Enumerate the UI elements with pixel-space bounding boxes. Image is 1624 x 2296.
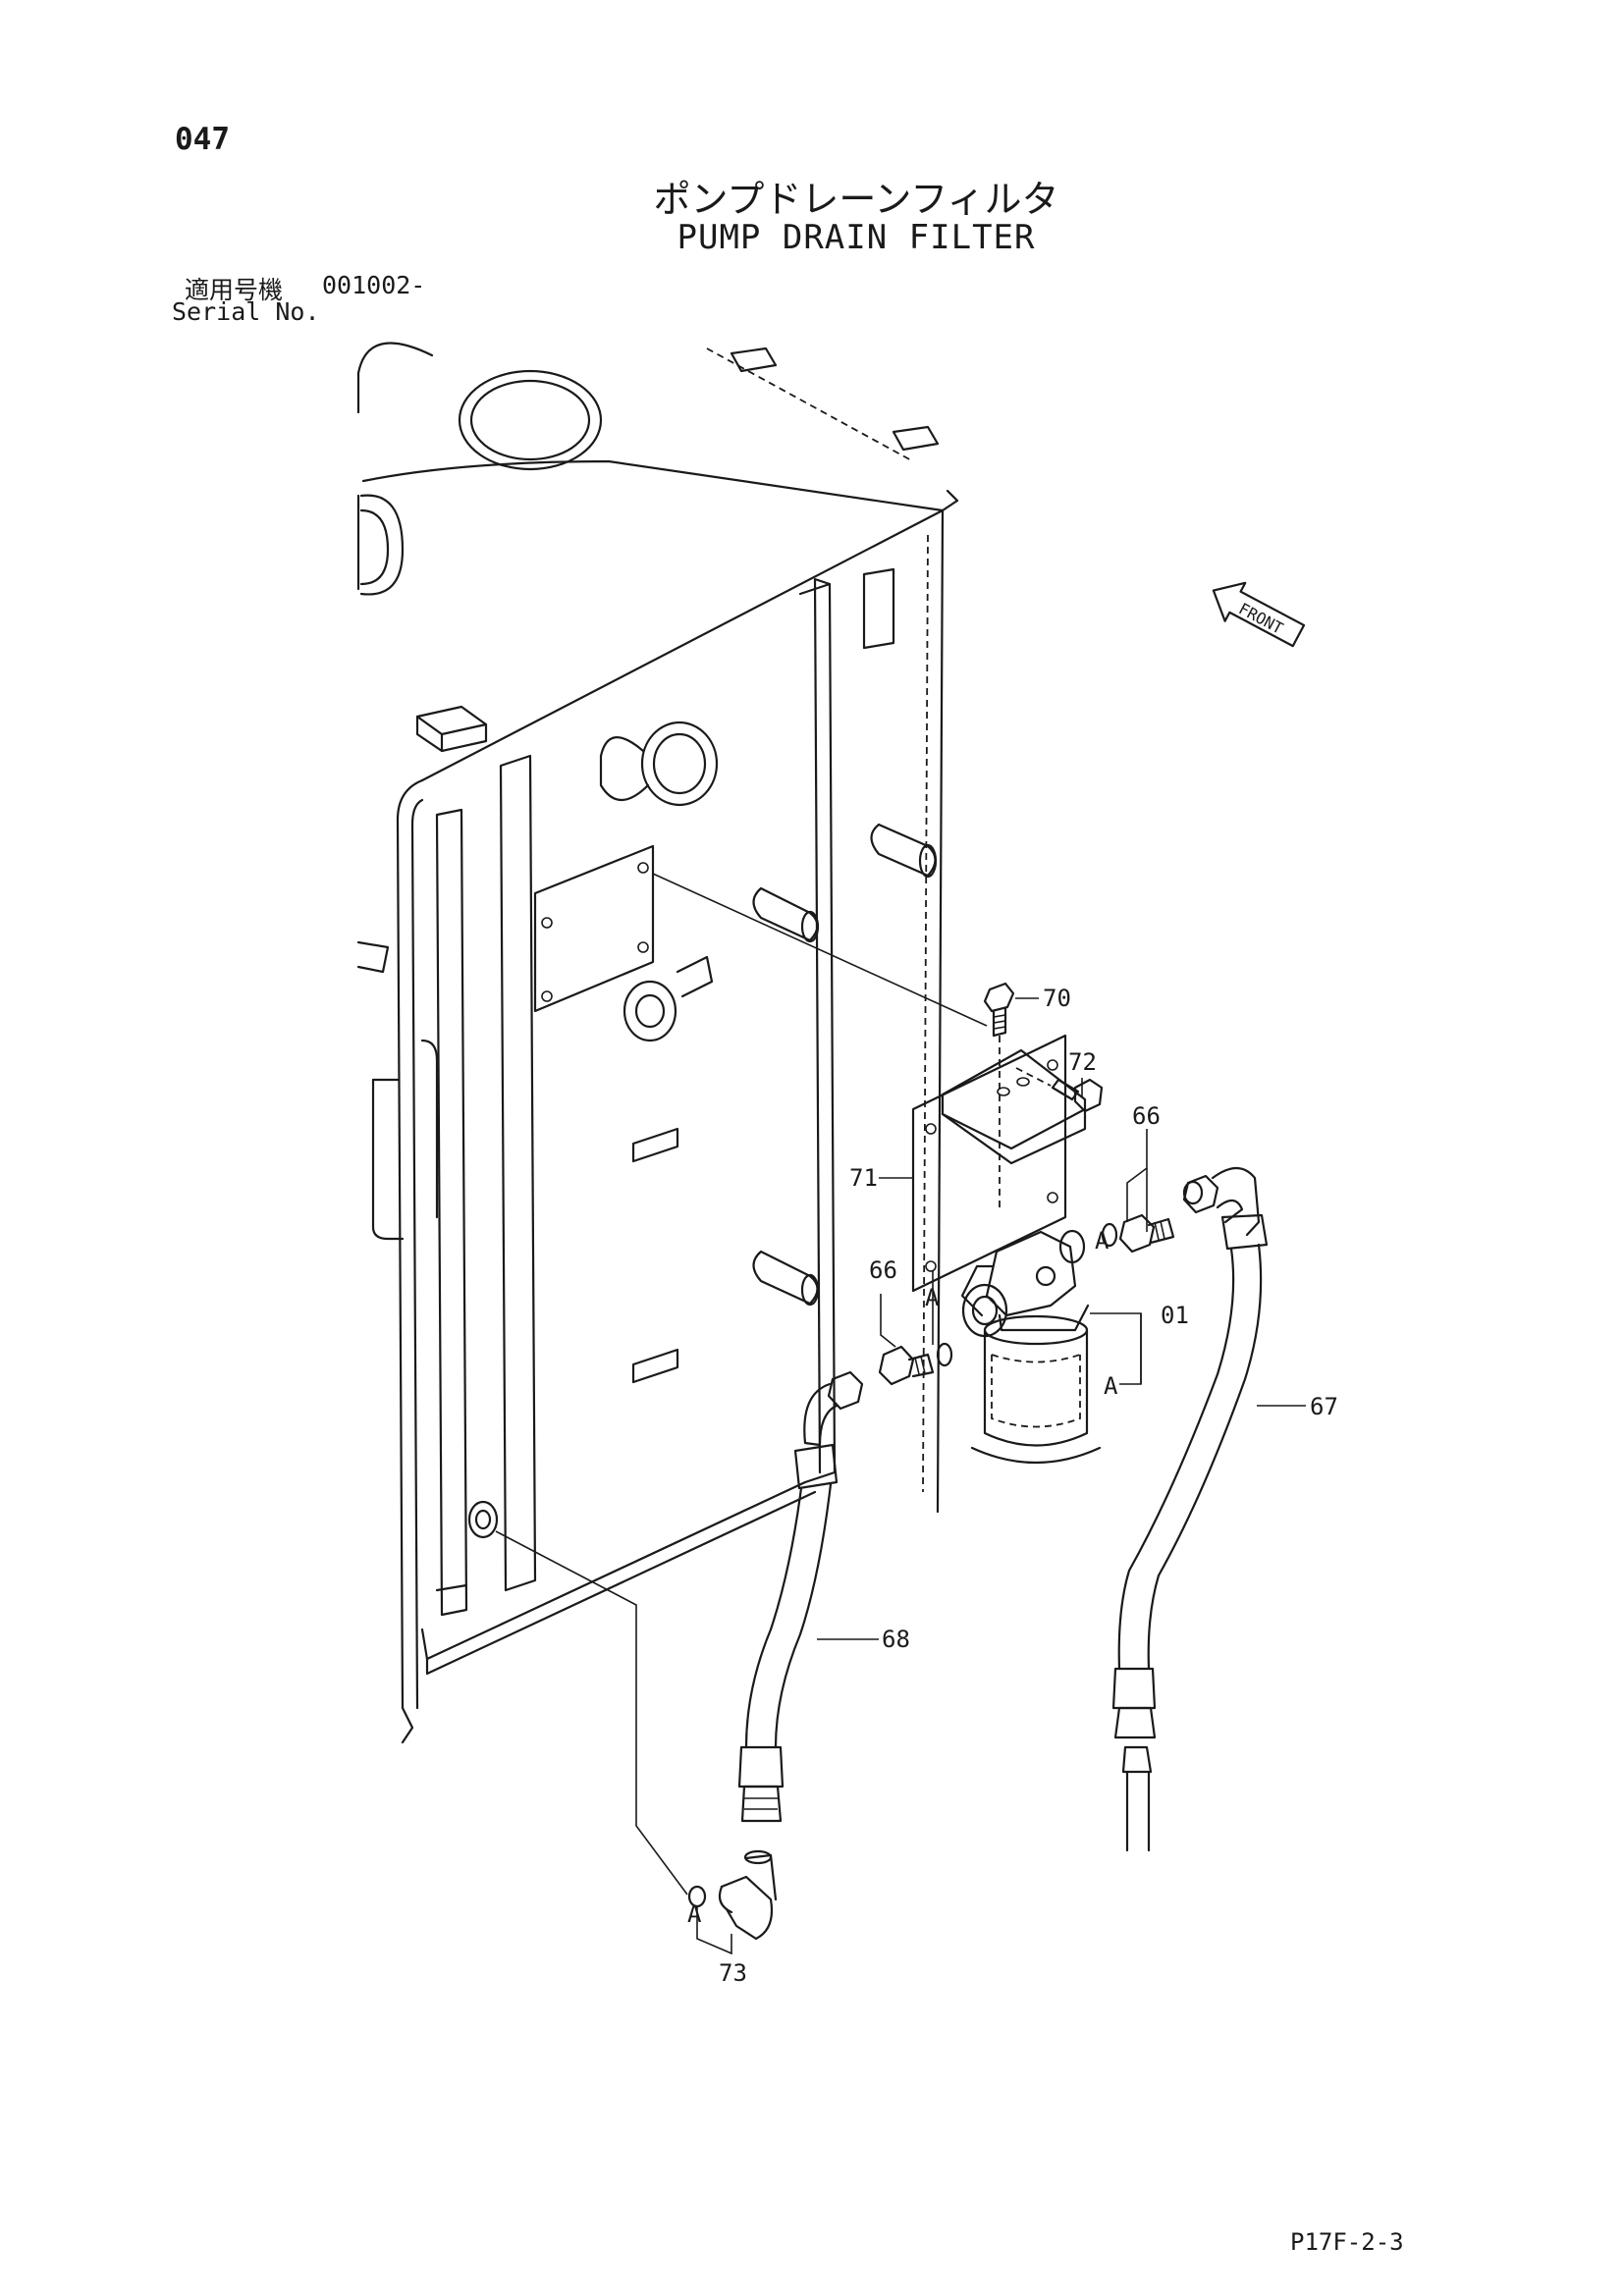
- adapter-66-right: [1101, 1213, 1175, 1254]
- tank-left-step-inner: [420, 1039, 439, 1219]
- page-code: P17F-2-3: [1290, 2228, 1404, 2256]
- serial-value: 001002-: [322, 271, 426, 299]
- tank-port-large: [640, 721, 719, 807]
- tank-mount-plate: [533, 844, 655, 1013]
- hose-68: [737, 1370, 864, 1823]
- front-arrow-label: FRONT: [1235, 599, 1286, 638]
- tank-lug-2: [892, 425, 940, 452]
- tank-front-left-inner: [410, 798, 424, 1710]
- callout-71: 71: [849, 1164, 878, 1192]
- drain-filter: [960, 1229, 1102, 1465]
- callout-a-bottom: A: [687, 1900, 702, 1928]
- oring-left: [936, 1342, 953, 1367]
- tank-port-large-inner: [652, 732, 707, 795]
- bolt-72: [1015, 1067, 1104, 1113]
- reference-line-drain: [495, 1530, 688, 1896]
- tank-right-edge: [936, 508, 945, 1514]
- tank-cap-outer: [458, 369, 603, 471]
- tank-bottom-edge: [420, 1480, 807, 1661]
- page-title-jp: ポンプドレーンフィルタ: [653, 178, 1059, 221]
- tank-port-large-body: [599, 736, 650, 801]
- tank-port-small: [623, 980, 677, 1042]
- leader-lines: [696, 997, 1306, 1955]
- tank-block-top: [415, 705, 488, 753]
- front-arrow-icon: FRONT: [1212, 581, 1306, 648]
- filter-bracket: [911, 1034, 1087, 1293]
- tank-top-corner: [941, 489, 959, 512]
- tank-right-lug: [862, 567, 895, 650]
- callout-73: 73: [719, 1959, 747, 1987]
- callout-a-filter: A: [1104, 1372, 1118, 1400]
- tank-left-lug: [356, 940, 390, 974]
- callout-72: 72: [1068, 1048, 1097, 1076]
- tank-inner-panel-left: [499, 754, 537, 1592]
- tank-flange-strip-base: [435, 1583, 468, 1592]
- tank-right-edge-inner: [922, 534, 929, 1493]
- page-title-en: PUMP DRAIN FILTER: [677, 218, 1036, 257]
- serial-label-en: Serial No.: [172, 297, 320, 326]
- tank-block-top-edges: [415, 715, 488, 753]
- callout-66-right: 66: [1132, 1102, 1161, 1130]
- callout-70: 70: [1043, 985, 1071, 1012]
- tank-cap-second-inner: [359, 508, 390, 586]
- tank-lug-1: [730, 347, 778, 373]
- callout-67: 67: [1310, 1393, 1338, 1420]
- elbow-73: [687, 1849, 778, 1941]
- tank-top-face: [361, 459, 945, 782]
- callout-01: 01: [1161, 1302, 1189, 1329]
- callout-66-left: 66: [869, 1256, 897, 1284]
- tank-studs: [752, 823, 938, 1307]
- hydraulic-tank: [356, 342, 959, 1744]
- tank-top-edge-left: [356, 342, 434, 375]
- oring-right: [1101, 1222, 1118, 1248]
- page-number: 047: [175, 122, 230, 157]
- tank-cap-second: [359, 494, 405, 596]
- callout-68: 68: [882, 1626, 910, 1653]
- tank-top-rear-edge: [706, 347, 914, 462]
- tank-cap-inner: [469, 379, 591, 461]
- tank-tab-2: [631, 1348, 679, 1384]
- tank-front-left: [396, 778, 424, 1744]
- tank-bottom-flange: [425, 1490, 817, 1676]
- tank-flange-strip: [435, 808, 468, 1617]
- callout-a-right: A: [1095, 1227, 1110, 1255]
- callout-a-left: A: [925, 1284, 940, 1311]
- tank-drain-port: [467, 1500, 499, 1539]
- bolt-70: [983, 982, 1015, 1207]
- tank-tab-1: [631, 1127, 679, 1163]
- serial-label-jp: 適用号機: [185, 276, 284, 304]
- hose-67: [1111, 1166, 1269, 1852]
- adapter-66-left: [878, 1342, 953, 1386]
- tank-left-step: [371, 1078, 405, 1241]
- tank-inner-panel-right-edge: [813, 577, 832, 1474]
- reference-line-plate: [652, 873, 988, 1027]
